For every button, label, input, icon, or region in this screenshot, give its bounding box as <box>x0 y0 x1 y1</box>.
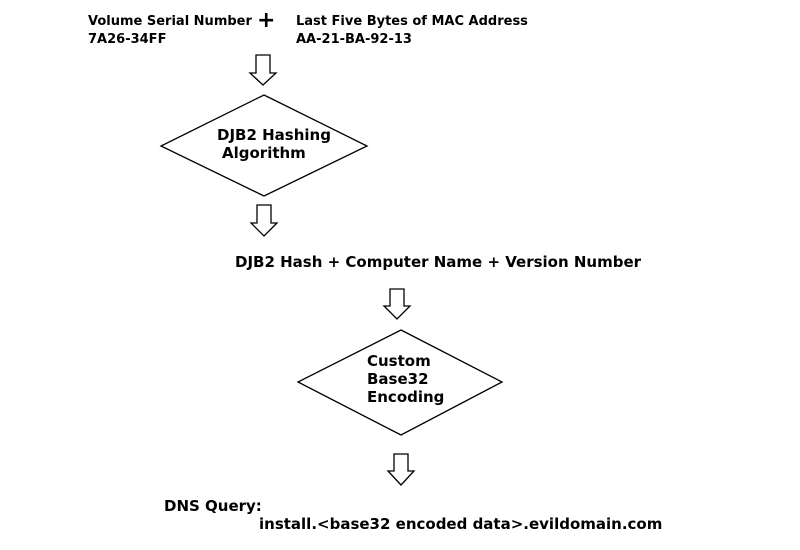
encoding-diamond <box>296 329 504 436</box>
plus-operator: + <box>257 8 276 33</box>
mac-address-label: Last Five Bytes of MAC Address <box>296 14 528 29</box>
encoding-label-line3: Encoding <box>367 388 445 406</box>
mac-address-value: AA-21-BA-92-13 <box>296 32 412 47</box>
arrow-down-4 <box>386 453 416 486</box>
hashing-label-line2: Algorithm <box>222 144 306 162</box>
encoding-label-line2: Base32 <box>367 370 429 388</box>
hashing-diamond <box>159 94 369 197</box>
combined-inputs-text: DJB2 Hash + Computer Name + Version Numb… <box>235 253 642 271</box>
encoding-label-line1: Custom <box>367 352 431 370</box>
dns-query-value: install.<base32 encoded data>.evildomain… <box>259 515 663 533</box>
arrow-down-2 <box>249 204 279 237</box>
arrow-down-1 <box>248 54 278 86</box>
dns-query-label: DNS Query: <box>164 497 262 515</box>
arrow-down-3 <box>382 288 412 320</box>
volume-serial-label: Volume Serial Number <box>88 14 252 29</box>
hashing-label-line1: DJB2 Hashing <box>217 126 331 144</box>
volume-serial-value: 7A26-34FF <box>88 32 167 47</box>
